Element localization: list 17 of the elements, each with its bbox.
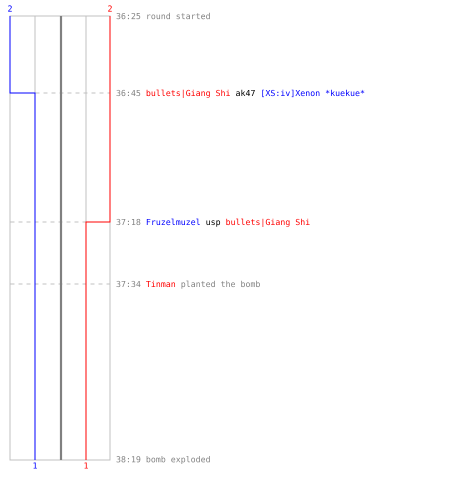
player-name: Fruzelmuzel xyxy=(146,218,200,226)
weapon-name: usp xyxy=(206,220,220,227)
time-label: 36:45 xyxy=(116,90,140,96)
count-label: 2 xyxy=(8,5,12,12)
player-name: [XS:iv]Xenon *kuekue* xyxy=(262,90,364,98)
time-label: 37:18 xyxy=(116,218,140,226)
time-label: 37:34 xyxy=(116,280,140,288)
player-name: bullets|Giang Shi xyxy=(226,218,310,227)
count-label: 2 xyxy=(108,5,112,12)
count-label: 1 xyxy=(34,462,37,469)
event-text: planted the bomb xyxy=(182,280,260,289)
player-name: Tinman xyxy=(146,280,176,288)
player-name: bullets|Giang Shi xyxy=(146,90,230,98)
count-label: 1 xyxy=(84,462,88,469)
event-text: 36:25 round started xyxy=(116,12,210,20)
event-text: 38:19 bomb exploded xyxy=(116,456,210,464)
weapon-name: ak47 xyxy=(236,90,255,96)
